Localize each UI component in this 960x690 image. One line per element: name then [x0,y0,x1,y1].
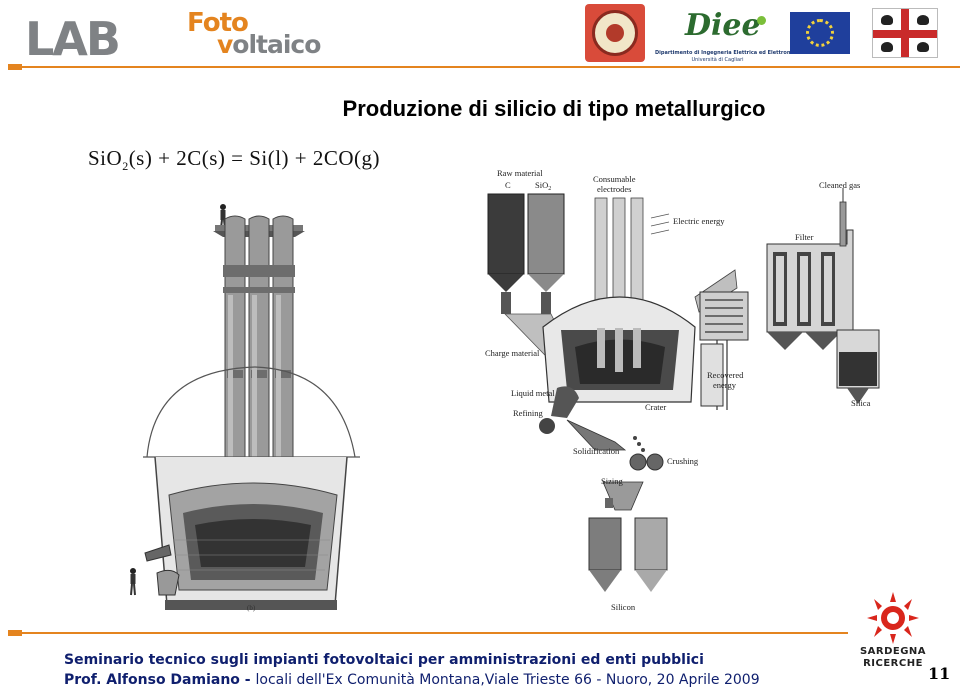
sr-logo-line1: SARDEGNA [859,646,927,657]
label-crater: Crater [645,402,666,412]
label-electric-energy: Electric energy [673,216,725,226]
logo-foto-text: Foto [187,8,249,38]
diee-mark: Diee [685,8,761,43]
furnace-caption: (b) [247,604,256,612]
sardegna-ricerche-logo: SARDEGNA RICERCHE [856,590,936,672]
label-sizing: Sizing [601,476,623,486]
label-filter: Filter [795,232,814,242]
arc-furnace-illustration: (b) [130,204,360,612]
sr-logo-line2: RICERCHE [863,658,923,669]
label-silica: Silica [851,398,871,408]
reaction-equation: SiO2(s) + 2C(s) = Si(l) + 2CO(g) [88,146,381,174]
sardinia-flag-icon [872,8,938,58]
label-raw-material: Raw material [497,168,543,178]
label-cleaned-gas: Cleaned gas [819,180,860,190]
label-crushing: Crushing [667,456,699,466]
diee-caption-line1: Dipartimento di Ingegneria Elettrica ed … [655,50,799,56]
label-consumable: Consumable [593,174,636,184]
label-refining: Refining [513,408,543,418]
footer-seminar-title: Seminario tecnico sugli impianti fotovol… [64,652,704,668]
slide-title: Produzione di silicio di tipo metallurgi… [342,96,766,121]
university-seal-logo [585,4,645,62]
label-liquid-metal: Liquid metal [511,388,555,398]
footer-author-venue: Prof. Alfonso Damiano - locali dell'Ex C… [64,672,760,688]
sun-icon [867,592,919,644]
diee-caption-line2: Università di Cagliari [691,57,744,63]
label-solidification: Solidification [573,446,620,456]
eu-flag-icon [790,12,850,54]
label-sio2: SiO2 [535,180,551,192]
diee-logo: Diee Dipartimento di Ingegneria Elettric… [655,6,799,64]
logo-voltaico-text: voltaico [217,30,321,59]
page-number: 11 [928,664,951,683]
silicon-production-process-diagram: Raw material C SiO2 Consumable electrode… [485,168,880,612]
label-c: C [505,180,511,190]
footer-divider [8,630,848,636]
logo-lab-text: LAB [25,12,121,66]
label-charge-material: Charge material [485,348,540,358]
label-electrodes: electrodes [597,184,631,194]
label-recovered: Recovered [707,370,744,380]
header-divider [8,64,960,70]
label-energy: energy [713,380,737,390]
label-silicon: Silicon [611,602,636,612]
